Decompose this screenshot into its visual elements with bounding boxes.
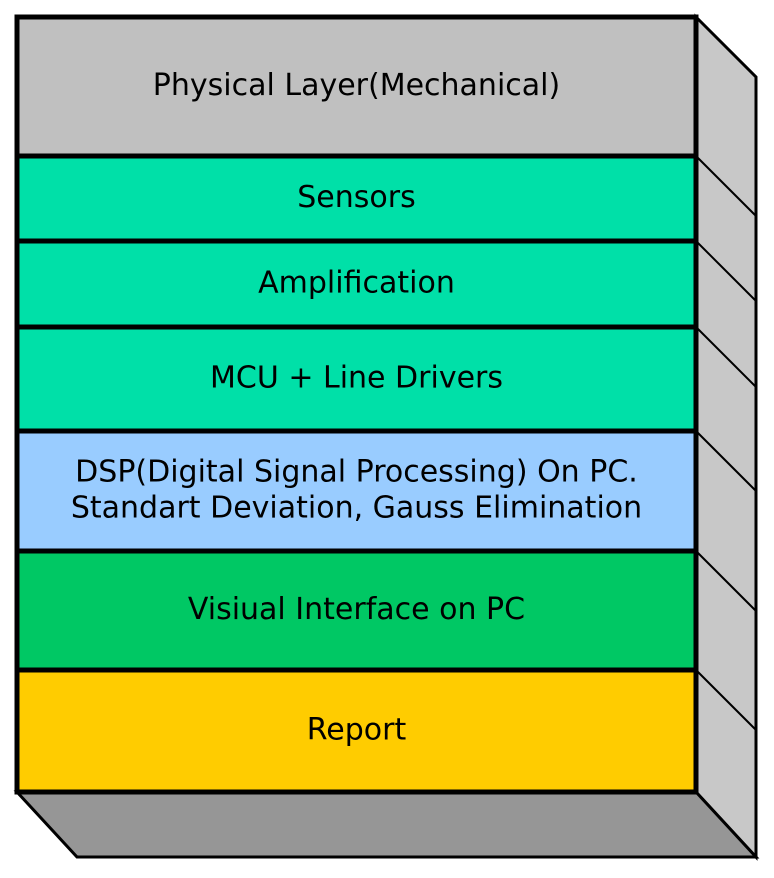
layer-list: Physical Layer(Mechanical) SensorsAmplifi… bbox=[14, 14, 699, 795]
layer-box: MCU + Line Drivers bbox=[14, 324, 699, 434]
side-divider-line bbox=[695, 155, 757, 217]
side-divider-line bbox=[695, 240, 757, 302]
layer-label: Physical Layer(Mechanical) bbox=[153, 68, 560, 103]
stack-bottom-face bbox=[13, 790, 760, 859]
side-divider-line bbox=[695, 669, 757, 731]
stack-side-face bbox=[694, 13, 758, 861]
layer-box: Visiual Interface on PC bbox=[14, 548, 699, 673]
layer-fill bbox=[14, 548, 699, 673]
layer-label: MCU + Line Drivers bbox=[210, 361, 503, 396]
layer-label: Report bbox=[307, 713, 407, 748]
layer-label: Standart Deviation, Gauss Elimination bbox=[71, 491, 642, 526]
layer-label: DSP(Digital Signal Processing) On PC. bbox=[75, 455, 638, 490]
layer-fill bbox=[14, 238, 699, 330]
side-face-divider-lines bbox=[695, 155, 757, 731]
layer-fill bbox=[14, 428, 699, 554]
side-divider-line bbox=[695, 430, 757, 492]
layer-fill bbox=[14, 153, 699, 244]
layer-label: Amplification bbox=[258, 266, 455, 301]
layer-box: Report bbox=[14, 667, 699, 795]
layer-label: Sensors bbox=[297, 180, 415, 215]
layer-box: Amplification bbox=[14, 238, 699, 330]
layer-fill bbox=[14, 667, 699, 795]
side-divider-line bbox=[695, 326, 757, 388]
layer-box: Sensors bbox=[14, 153, 699, 244]
side-divider-line bbox=[695, 550, 757, 612]
layer-box: DSP(Digital Signal Processing) On PC.Sta… bbox=[14, 428, 699, 554]
layer-label: Visiual Interface on PC bbox=[188, 592, 525, 627]
layer-box: Physical Layer(Mechanical) bbox=[14, 14, 699, 159]
